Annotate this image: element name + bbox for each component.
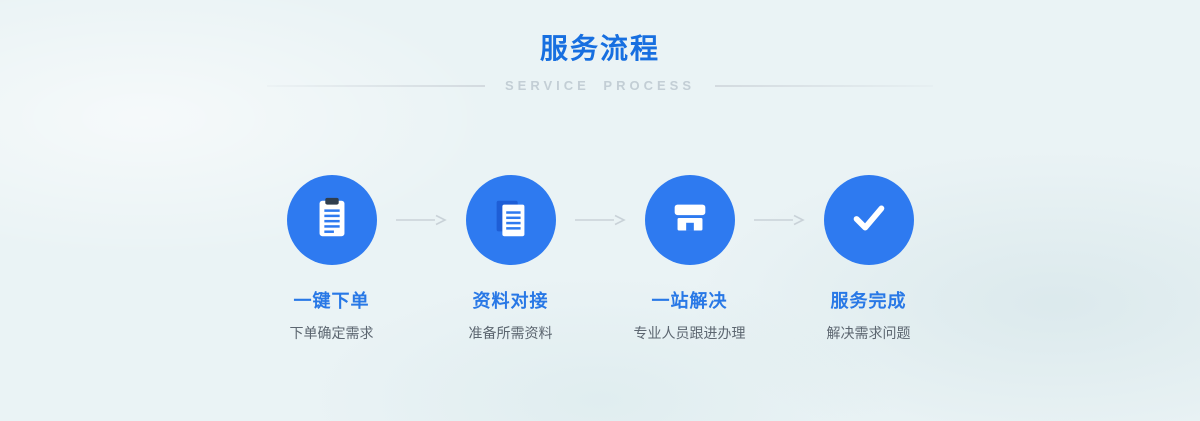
section-header: 服务流程 SERVICE PROCESS: [0, 0, 1200, 93]
document-icon: [488, 195, 534, 246]
step-item-complete: 服务完成 解决需求问题: [808, 175, 929, 343]
step-icon-circle: [465, 175, 556, 265]
step-item-order: 一键下单 下单确定需求: [271, 175, 392, 343]
step-title: 资料对接: [472, 291, 549, 311]
step-item-materials: 资料对接 准备所需资料: [450, 175, 571, 343]
step-desc: 解决需求问题: [826, 325, 911, 341]
subtitle-row: SERVICE PROCESS: [0, 78, 1200, 93]
page-subtitle: SERVICE PROCESS: [504, 78, 696, 93]
step-item-solve: 一站解决 专业人员跟进办理: [629, 175, 750, 343]
step-icon-circle: [286, 175, 377, 265]
step-title: 一站解决: [651, 291, 728, 311]
step-title: 服务完成: [830, 291, 907, 311]
page-title: 服务流程: [539, 33, 660, 64]
step-icon-circle: [644, 175, 735, 265]
storefront-icon: [667, 195, 713, 246]
arrow-icon: [571, 175, 629, 265]
clipboard-icon: [309, 195, 355, 246]
arrow-icon: [750, 175, 808, 265]
step-title: 一键下单: [293, 291, 370, 311]
step-icon-circle: [823, 175, 914, 265]
checkmark-icon: [846, 195, 892, 246]
arrow-icon: [392, 175, 450, 265]
divider-right: [715, 84, 934, 87]
steps-row: 一键下单 下单确定需求: [0, 175, 1200, 343]
step-desc: 下单确定需求: [289, 325, 374, 341]
step-desc: 专业人员跟进办理: [633, 325, 746, 341]
step-desc: 准备所需资料: [468, 325, 553, 341]
divider-left: [266, 84, 485, 87]
